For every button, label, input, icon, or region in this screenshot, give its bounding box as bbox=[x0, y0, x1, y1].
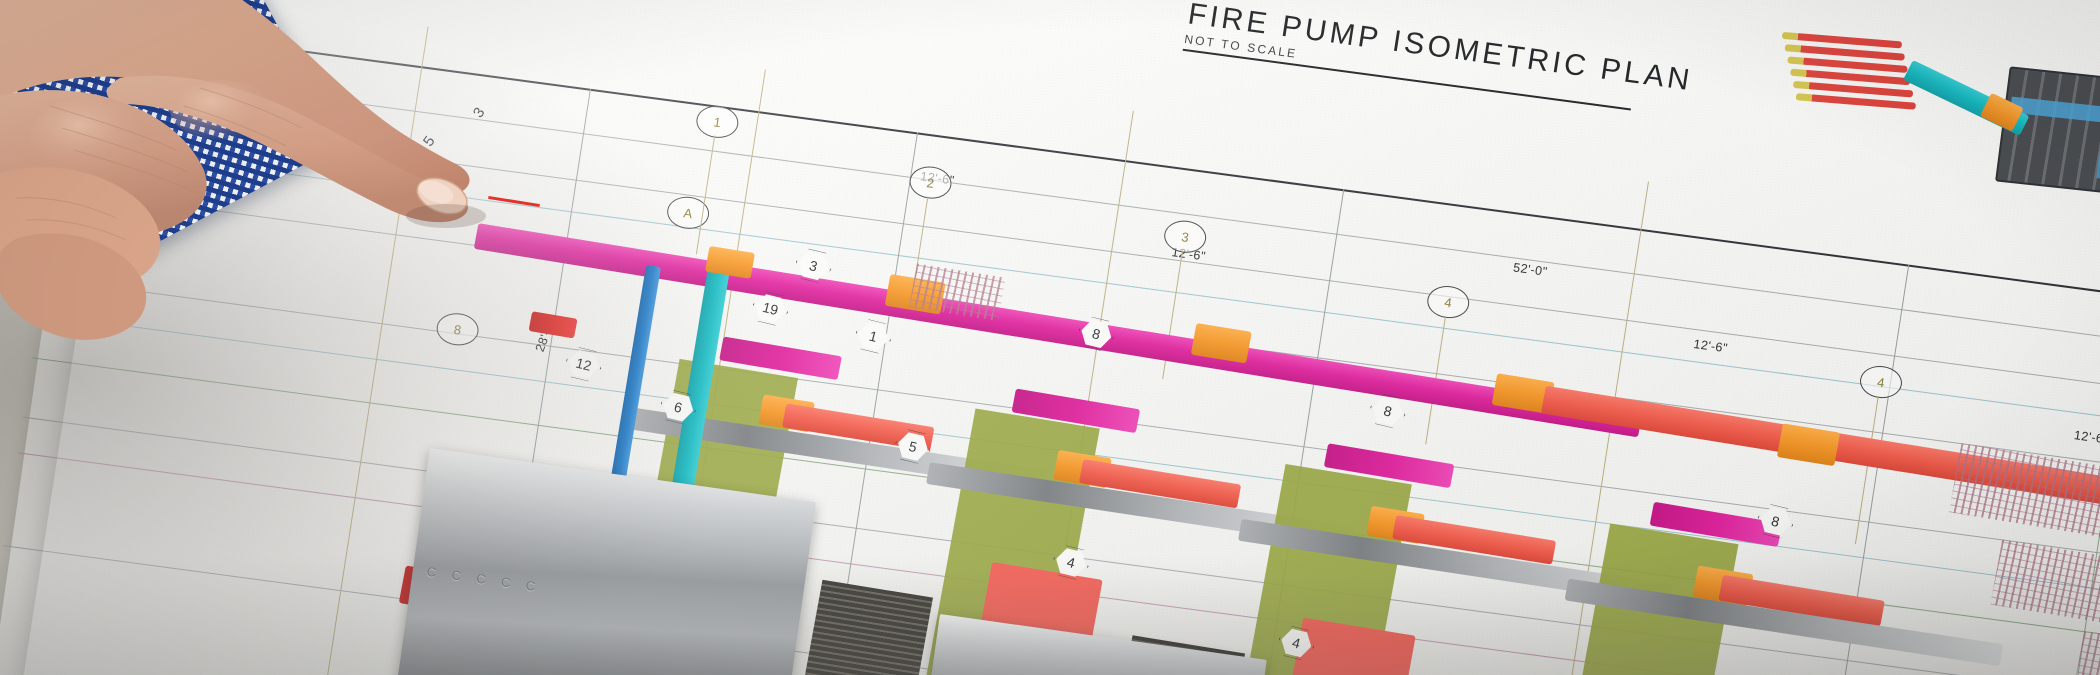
folded-finger-lower bbox=[0, 233, 147, 340]
fingernail-highlight bbox=[418, 180, 454, 204]
knuckle-highlight bbox=[170, 80, 270, 140]
ruler-engraving: C C C C C bbox=[425, 563, 543, 595]
pointing-hand bbox=[0, 0, 530, 380]
skin-creases bbox=[15, 87, 303, 241]
fingertip-shadow bbox=[406, 204, 486, 228]
hand-svg bbox=[0, 0, 486, 340]
knuckle-highlight bbox=[30, 98, 150, 174]
